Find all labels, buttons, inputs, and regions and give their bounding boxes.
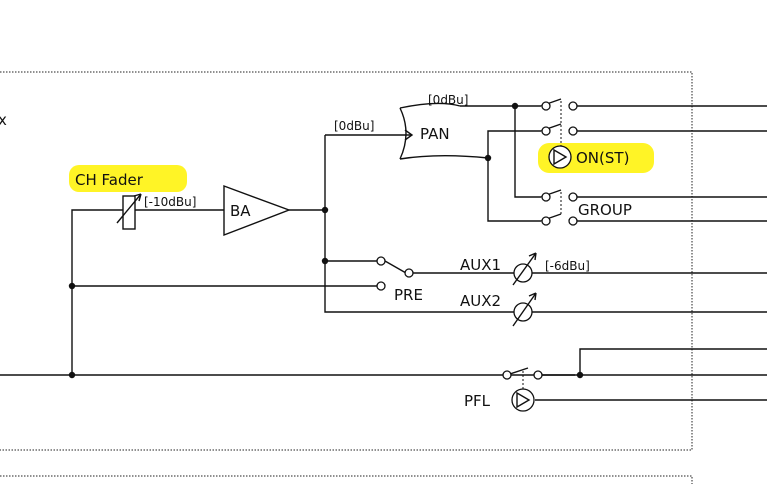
group-feed-lower: [487, 158, 541, 222]
pan-block: [399, 102, 489, 160]
junction-dot: [576, 371, 584, 379]
pan-in-level-label: [0dBu]: [334, 119, 374, 133]
next-channel-frame: [0, 475, 693, 484]
junction-dot: [321, 206, 329, 214]
junction-dots: [68, 102, 584, 379]
pfl-label: PFL: [464, 392, 491, 410]
junction-dot: [68, 371, 76, 379]
pan-out-level-label: [0dBu]: [428, 93, 468, 107]
ba-label: BA: [230, 202, 251, 220]
junction-dot: [484, 154, 492, 162]
switch-contact: [568, 101, 578, 111]
switch-contact: [502, 370, 512, 380]
switch-contact: [533, 370, 543, 380]
pan-arrow: [404, 129, 414, 141]
ch-fader-arrow: [116, 193, 142, 224]
group-feed-upper: [514, 106, 541, 198]
on-st-indicator: [548, 145, 572, 169]
pan-label: PAN: [420, 125, 450, 143]
switch-contact: [541, 192, 551, 202]
fader-feed-line: [71, 209, 123, 375]
pre-label: PRE: [394, 286, 423, 304]
aux-pre-post-switch: [384, 260, 407, 274]
switch-contact: [376, 256, 386, 266]
switch-contact: [541, 216, 551, 226]
aux2-label: AUX2: [460, 292, 501, 310]
aux1-pot-arrow: [512, 252, 537, 286]
ch-fader-level-label: [-10dBu]: [144, 195, 196, 209]
ch-fader-label: CH Fader: [75, 171, 144, 189]
on-st-label: ON(ST): [576, 149, 629, 167]
pfl-riser: [579, 348, 767, 375]
switch-contact: [568, 216, 578, 226]
pfl-indicator: [511, 388, 535, 412]
junction-dot: [321, 257, 329, 265]
switch-contact: [568, 126, 578, 136]
switch-contact: [541, 126, 551, 136]
ch-fader-symbol: [122, 195, 136, 230]
on-st-indicator-triangle: [553, 148, 568, 166]
post-fader-bus: [324, 135, 705, 313]
pan-out-lower: [487, 130, 541, 158]
switch-contacts: [376, 101, 578, 380]
channel-frame: [0, 71, 693, 451]
junction-dot: [68, 282, 76, 290]
aux1-level-label: [-6dBu]: [545, 259, 590, 273]
pfl-indicator-triangle: [516, 391, 531, 409]
junction-dot: [511, 102, 519, 110]
switch-contact: [541, 101, 551, 111]
switch-contact: [568, 192, 578, 202]
switch-contact: [376, 281, 386, 291]
group-label: GROUP: [578, 201, 632, 219]
ch-fader-highlight: [69, 165, 187, 192]
aux2-pot-arrow: [512, 292, 537, 327]
aux1-label: AUX1: [460, 256, 501, 274]
ba-amplifier: [223, 184, 291, 237]
edge-char-label: x: [0, 111, 7, 129]
switch-contact: [404, 268, 414, 278]
